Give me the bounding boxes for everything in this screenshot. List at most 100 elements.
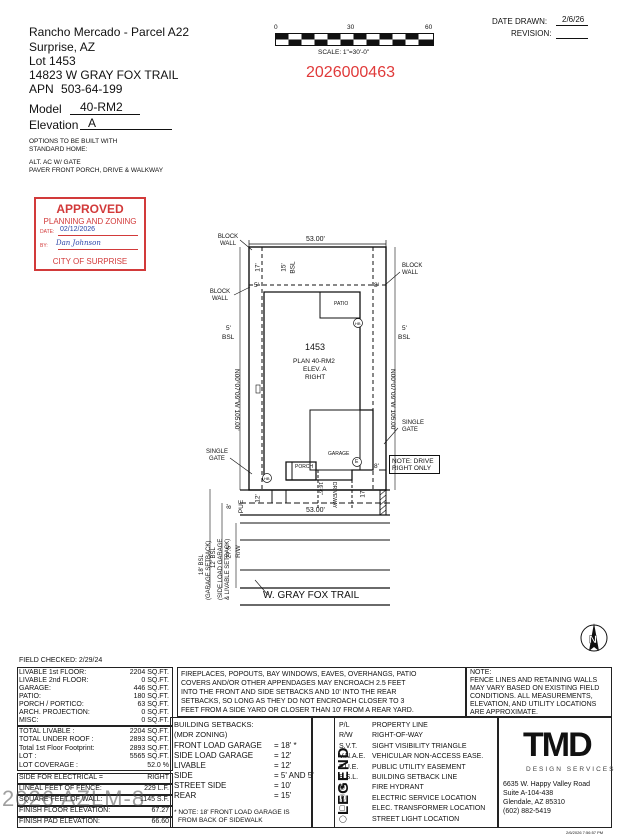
single-gate-label-1: SINGLE GATE [205, 449, 228, 462]
stamp-date-value: 02/12/2026 [60, 226, 96, 233]
top-width: 53.00' [306, 236, 325, 243]
print-timestamp: 2/6/2026 7:56:57 PM [566, 830, 604, 835]
hose-bib-2-icon: HB [264, 476, 270, 481]
dim-8-topright: 8' [374, 282, 379, 289]
elevation-value: A [88, 116, 97, 130]
stamp-by-line [58, 249, 138, 250]
dim-8-front: 8' [225, 504, 233, 509]
watermark: 2026 AZLM-8 [2, 786, 146, 811]
porch-label: PORCH [295, 464, 314, 470]
legend-item: ▢ELEC. TRANSFORMER LOCATION [339, 804, 485, 814]
legend-box [312, 717, 498, 828]
block-wall-label-2: BLOCK WALL [402, 263, 423, 276]
note-drive-box: NOTE: DRIVE RIGHT ONLY [389, 455, 440, 474]
project-city: Surprise, AZ [29, 40, 96, 54]
fence-row: LINEAL FEET OF FENCE:229 L.F. [19, 785, 169, 792]
model-label: Model [29, 102, 62, 116]
model-value: 40-RM2 [80, 100, 123, 114]
dim-5-topleft: 5' [254, 282, 259, 289]
north-arrow-icon: N [580, 623, 608, 652]
total-row: TOTAL LIVABLE :2204 SQ.FT. [19, 728, 169, 735]
floor-elev-box [17, 806, 173, 817]
totals-rows: TOTAL LIVABLE :2204 SQ.FT. TOTAL UNDER R… [19, 728, 169, 770]
lot-label: Lot [29, 54, 46, 68]
bsl-left: BSL [222, 334, 235, 341]
plan-model: PLAN 40-RM2 [293, 358, 335, 365]
total-row: TOTAL UNDER ROOF :2893 SQ.FT. [19, 736, 169, 744]
area-row: LIVABLE 1st FLOOR:2204 SQ.FT. [19, 669, 169, 676]
scale-tick-60: 60 [425, 24, 433, 31]
date-underline [556, 25, 588, 26]
pue-label: PUE [238, 499, 246, 514]
area-row: ARCH. PROJECTION:0 SQ.FT. [19, 709, 169, 716]
scale-label: SCALE: 1"=30'-0" [318, 49, 370, 56]
area-row: LIVABLE 2nd FLOOR:0 SQ.FT. [19, 677, 169, 684]
left-depth: N00°07'09"W 105.00' [233, 369, 240, 431]
elevation-underline [80, 129, 172, 130]
driveway-dim: 16'-6" [317, 482, 323, 495]
date-drawn-label: DATE DRAWN: [492, 17, 548, 26]
street-name: W. GRAY FOX TRAIL [263, 590, 360, 601]
apn-label: APN [29, 82, 54, 96]
right-depth: N00°07'09"W 105.00' [389, 369, 396, 431]
site-plan: N [209, 239, 608, 652]
patio-outline [319, 291, 361, 319]
setback-row: SIDE LOAD GARAGE= 12' [174, 751, 292, 760]
dim-17-top: 17' [254, 263, 262, 272]
bsl-right: BSL [398, 334, 411, 341]
setbacks-note-2: FROM BACK OF SIDEWALK [178, 817, 263, 824]
bottom-width: 53.00' [306, 507, 325, 514]
company-phone: (602) 882-5419 [503, 808, 551, 815]
dim-15-top: 15' [280, 263, 288, 272]
garage-outline [309, 409, 361, 471]
svg-text:N: N [589, 634, 597, 646]
pad-elev-row: FINISH PAD ELEVATION:66.60 [19, 818, 169, 825]
legend-item: S.V.T.SIGHT VISIBILITY TRIANGLE [339, 742, 467, 750]
setback-row: REAR= 15' [174, 791, 292, 800]
date-drawn-value: 2/6/26 [562, 15, 585, 24]
floor-elev-row: FINISH FLOOR ELEVATION:67.27 [19, 807, 169, 814]
dim-5-left: 5' [226, 325, 231, 332]
electric-service-legend-icon: Ⓟ [339, 794, 346, 802]
area-table [17, 667, 173, 726]
stamp-title: APPROVED [56, 202, 124, 216]
scale-tick-30: 30 [347, 24, 355, 31]
option-line-1: ALT. AC W/ GATE [29, 159, 81, 166]
elevation-label: Elevation [29, 118, 79, 132]
options-heading-1: OPTIONS TO BE BUILT WITH [29, 138, 118, 145]
options-heading-2: STANDARD HOME: [29, 146, 88, 153]
electric-service-icon: E [355, 459, 359, 465]
stamp-by-label: BY: [40, 243, 48, 249]
legend-item: ◯STREET LIGHT LOCATION [339, 815, 485, 825]
setback-12-desc-2: & LIVABLE SETBACK) [225, 538, 231, 600]
wall-row: SQUARE FEET OF WALL:1145 S.F. [19, 796, 169, 803]
fence-box [17, 784, 173, 795]
option-line-2: PAVER FRONT PORCH, DRIVE & WALKWAY [29, 167, 164, 174]
address: 14823 W GRAY FOX TRAIL [29, 68, 179, 82]
lot-number: 1453 [49, 54, 76, 68]
company-logo: TMD [523, 726, 593, 764]
model-underline [70, 114, 140, 115]
company-tag: DESIGN SERVICES [526, 766, 616, 773]
totals-table [17, 726, 173, 771]
company-addr-2: Suite A-104-438 [503, 790, 554, 797]
plan-elevation: ELEV. A [303, 366, 327, 373]
area-row: MISC:0 SQ.FT. [19, 717, 169, 724]
plan-lot-number: 1453 [305, 342, 326, 352]
fence-note-box [466, 667, 612, 717]
electrical-row: SIDE FOR ELECTRICAL =RIGHT [19, 774, 169, 781]
patio-label: PATIO [334, 301, 349, 307]
setbacks-zoning: (MDR ZONING) [174, 730, 228, 739]
setback-18-bsl: 18' BSL [199, 554, 205, 575]
fence-note: NOTE: FENCE LINES AND RETAINING WALLS MA… [470, 669, 600, 716]
company-addr-1: 6635 W. Happy Valley Road [503, 781, 591, 788]
driveway-label: DRIVEWAY [331, 482, 337, 509]
setback-row: SIDE= 5' AND 5' [174, 771, 314, 780]
plan-hand: RIGHT [305, 374, 326, 381]
permit-number: 2026000463 [306, 64, 395, 81]
stamp-date-line [58, 235, 138, 236]
legend-item: B.S.L.BUILDING SETBACK LINE [339, 774, 458, 782]
